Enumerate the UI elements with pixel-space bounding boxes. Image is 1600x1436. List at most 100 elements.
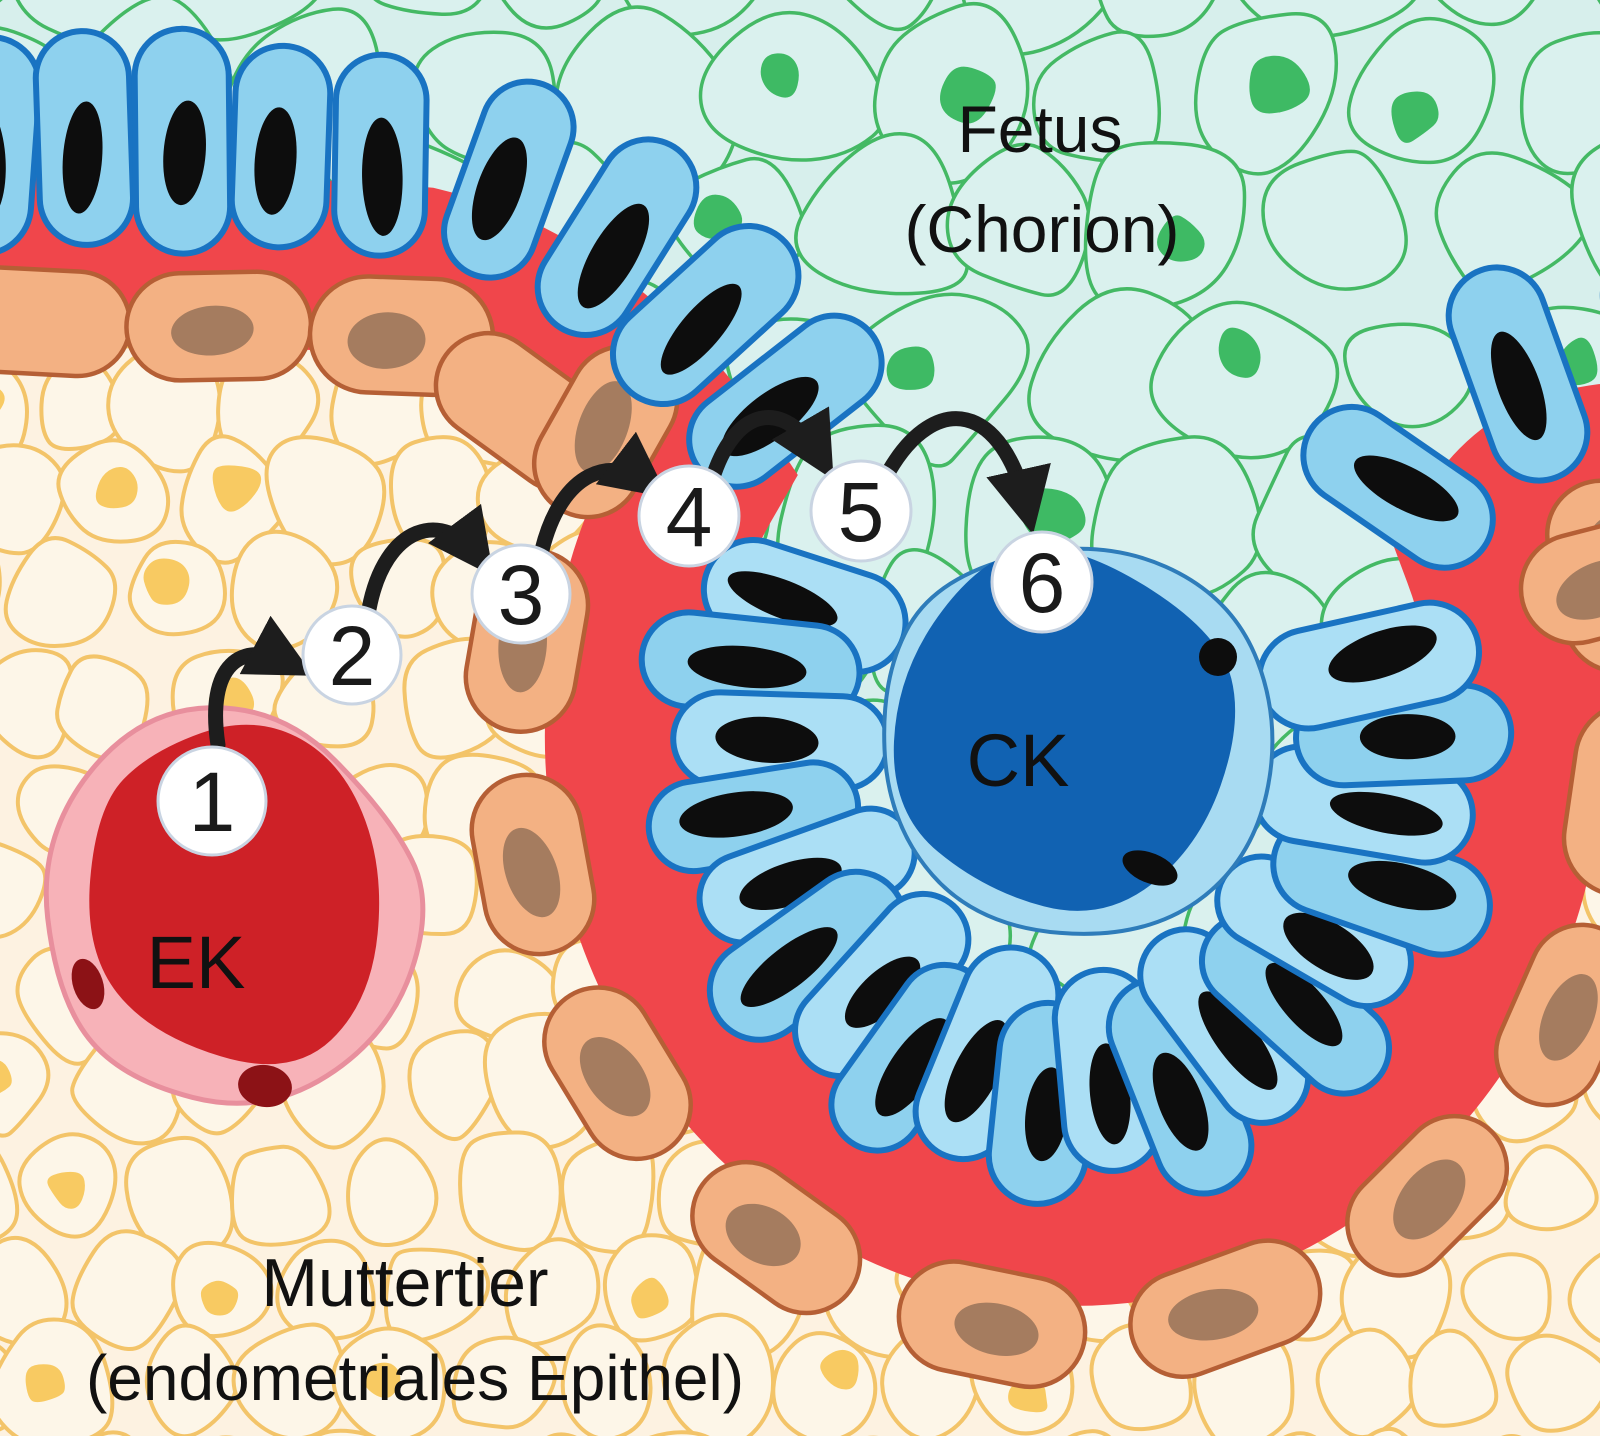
epithelium-cell [896,1259,1088,1390]
stroma-cell [0,1031,51,1138]
stroma-cell [451,1335,558,1430]
stroma-cell [1503,1144,1599,1232]
mother-label-line2: (endometriales Epithel) [86,1342,744,1414]
trophoblast-cell [32,28,137,248]
stroma-cell [503,1237,601,1347]
stroma-cell [1505,1333,1600,1433]
step-marker-6: 6 [990,530,1094,634]
epithelium-cell-nucleus [1556,559,1600,620]
stroma-cell [1366,1426,1408,1436]
stroma-cell [560,1323,653,1436]
trophoblast-cell [609,222,802,408]
step-markers: 1 2 3 4 5 6 [156,459,1094,857]
step-marker-2: 2 [301,604,403,706]
trophoblast-nucleus [1198,991,1278,1090]
trophoblast-nucleus [1152,1052,1209,1151]
trophoblast-nucleus [471,137,527,241]
chorion-cell [152,0,329,42]
stroma-cell-nucleus [47,1171,85,1209]
epithelium-cell [690,1159,863,1316]
ck-endothelial-nucleus [1122,850,1178,886]
stroma-cell [93,1430,131,1436]
step-marker-5: 5 [809,459,913,563]
epithelium-cell [1345,1113,1510,1278]
stroma-cell-nucleus [200,1280,239,1316]
chorion-cell [1227,0,1426,39]
arrow-step-1-2 [208,615,314,753]
stroma-cell-nucleus [631,1277,669,1319]
trophoblast-nucleus [687,645,807,689]
stroma-cell [1567,1252,1600,1343]
trophoblast-nucleus [1329,791,1443,836]
chorion-cell-nucleus [940,66,996,124]
trophoblast-nucleus [739,857,842,911]
chorion-cell-nucleus [1157,215,1205,262]
arrow-step-4-5 [706,406,834,482]
stroma-cell-nucleus [25,1364,65,1403]
stroma-cell [312,1428,376,1436]
stroma-cell [230,1144,332,1247]
fetal-capillary-ck: CK [882,546,1275,936]
trophoblast-cell [441,78,577,281]
trophoblast-nucleus [1265,962,1343,1047]
epithelium-cell-nucleus [171,305,254,356]
trophoblast-nucleus [844,956,921,1028]
stroma-cell-nucleus [363,1362,401,1399]
step-marker-3: 3 [470,543,572,645]
ek-endothelial-nucleus [71,958,105,1010]
stroma-cell [231,1322,348,1436]
stroma-cell [1067,1429,1112,1436]
step-number: 5 [838,465,885,559]
chorion-cell-nucleus [1218,327,1261,378]
step-number: 1 [189,755,236,849]
stroma-cell [0,1153,20,1240]
trophoblast-nucleus [1283,912,1374,980]
stroma-cell [1408,1328,1499,1428]
trophoblast-nucleus [1490,331,1547,441]
chorion-cell-nucleus [760,53,799,98]
step-marker-4: 4 [637,464,741,568]
stroma-cell [661,1312,776,1436]
step-number: 6 [1019,536,1066,630]
chorion-cell-nucleus [1391,91,1439,143]
chorion-cell [607,0,777,37]
ek-endothelial-nucleus [238,1064,292,1108]
trophoblast-cell [1300,403,1496,571]
trophoblast-nucleus [1348,860,1457,911]
epithelium-cell-nucleus [1393,1159,1466,1240]
chorion-cell [1031,30,1162,164]
stroma-cell [264,435,387,567]
chorion-cell [1261,149,1408,291]
trophoblast-nucleus [1353,455,1459,522]
trophoblast-nucleus [163,100,206,206]
trophoblast-nucleus [660,283,742,375]
ck-endothelial-nucleus [1199,638,1237,676]
chorion-cell [1346,17,1496,165]
epithelium-cell-nucleus [1539,974,1598,1061]
trophoblast-nucleus [727,571,838,627]
ck-lumen [893,548,1236,911]
stroma-cell-nucleus [143,558,190,605]
epithelium-cell-nucleus [954,1302,1039,1357]
trophoblast-nucleus [577,203,650,309]
epithelium-cell [542,985,693,1162]
stroma-cell [70,1229,185,1351]
epithelium-cell-nucleus [579,1037,651,1117]
stroma-cell [648,1430,710,1436]
trophoblast-nucleus [740,927,838,1008]
trophoblast-nucleus [62,101,103,214]
stroma-cell [407,1029,501,1141]
chorion-cell [1519,30,1600,176]
stroma-cell [346,1137,439,1247]
stroma-cell-nucleus [95,466,138,509]
stroma-cell [383,1247,491,1343]
trophoblast-cell [228,42,334,251]
trophoblast-nucleus [1359,714,1456,760]
epithelium-cell [1518,514,1600,646]
trophoblast-nucleus [715,716,819,763]
stroma-cell [0,842,48,939]
arrow-step-3-4 [534,431,669,558]
ek-label: EK [147,921,246,1004]
stroma-cell-nucleus [0,1060,12,1093]
